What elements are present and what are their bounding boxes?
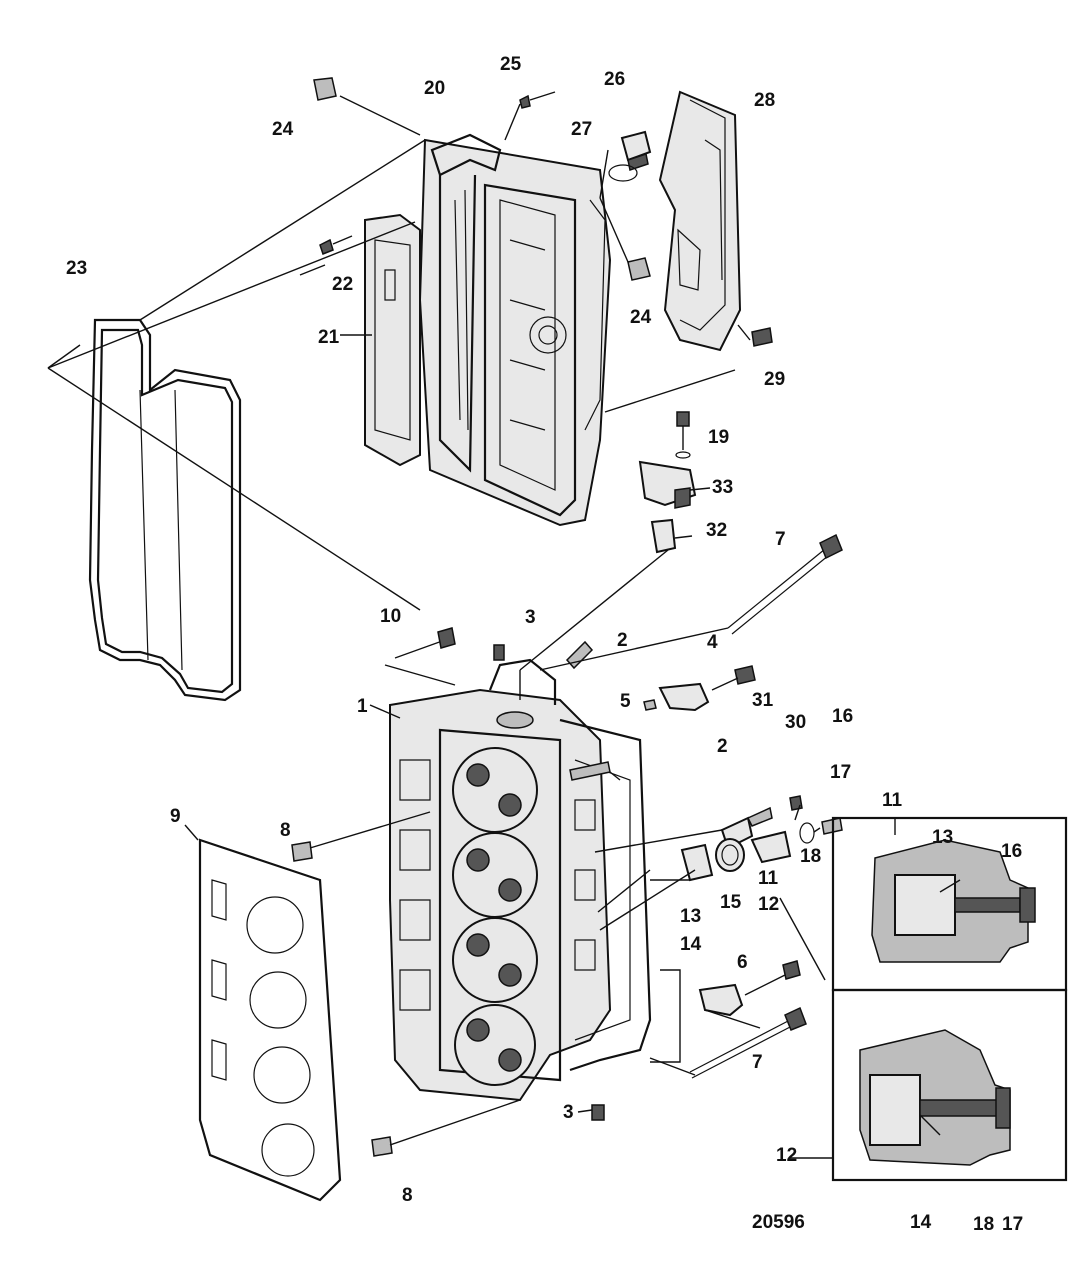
callout-32: 32 [706, 520, 727, 541]
callout-18: 18 [800, 846, 821, 867]
callout-28: 28 [754, 90, 775, 111]
callout-11: 11 [758, 868, 779, 889]
callout-7: 7 [775, 529, 786, 550]
callout-2: 2 [717, 736, 728, 757]
callout-13: 13 [932, 827, 953, 848]
cover-gasket [88, 318, 242, 702]
callout-10: 10 [380, 606, 401, 627]
callout-21: 21 [318, 327, 340, 348]
head-gasket [198, 838, 342, 1202]
callout-17: 17 [1002, 1214, 1023, 1235]
callout-22: 22 [332, 274, 353, 295]
callout-27: 27 [571, 119, 592, 140]
callout-16: 16 [832, 706, 853, 727]
callout-20: 20 [424, 78, 445, 99]
callout-33: 33 [712, 477, 733, 498]
callout-2: 2 [617, 630, 628, 651]
breather-cover-plate [364, 213, 421, 467]
callout-24: 24 [272, 119, 294, 140]
callout-15: 15 [720, 892, 742, 913]
callout-8: 8 [402, 1185, 413, 1206]
callout-8: 8 [280, 820, 291, 841]
small-parts [291, 77, 843, 1157]
callout-13: 13 [680, 906, 701, 927]
figure-id: 20596 [752, 1212, 805, 1233]
detail-box-12 [831, 988, 1068, 1182]
callout-labels: 1 2 2 3 3 4 5 6 7 7 8 8 9 10 11 11 12 12… [66, 54, 1023, 1235]
callout-16: 16 [1001, 841, 1022, 862]
callout-9: 9 [170, 806, 181, 827]
callout-11: 11 [882, 790, 903, 811]
callout-12: 12 [758, 894, 779, 915]
callout-6: 6 [737, 952, 748, 973]
callout-18: 18 [973, 1214, 994, 1235]
callout-24: 24 [630, 307, 652, 328]
leader-lines [47, 95, 896, 1159]
callout-3: 3 [525, 607, 536, 628]
callout-17: 17 [830, 762, 851, 783]
callout-19: 19 [708, 427, 729, 448]
callout-23: 23 [66, 258, 87, 279]
callout-5: 5 [620, 691, 631, 712]
callout-31: 31 [752, 690, 774, 711]
callout-26: 26 [604, 69, 625, 90]
callout-29: 29 [764, 369, 785, 390]
callout-14: 14 [910, 1212, 932, 1233]
cylinder-head-cover [418, 133, 612, 527]
callout-7: 7 [752, 1052, 763, 1073]
callout-12: 12 [776, 1145, 797, 1166]
cylinder-head [389, 658, 652, 1102]
callout-14: 14 [680, 934, 702, 955]
callout-1: 1 [357, 696, 368, 717]
cover-bracket [658, 90, 742, 352]
callout-30: 30 [785, 712, 806, 733]
callout-3: 3 [563, 1102, 574, 1123]
callout-4: 4 [707, 632, 718, 653]
callout-25: 25 [500, 54, 522, 75]
